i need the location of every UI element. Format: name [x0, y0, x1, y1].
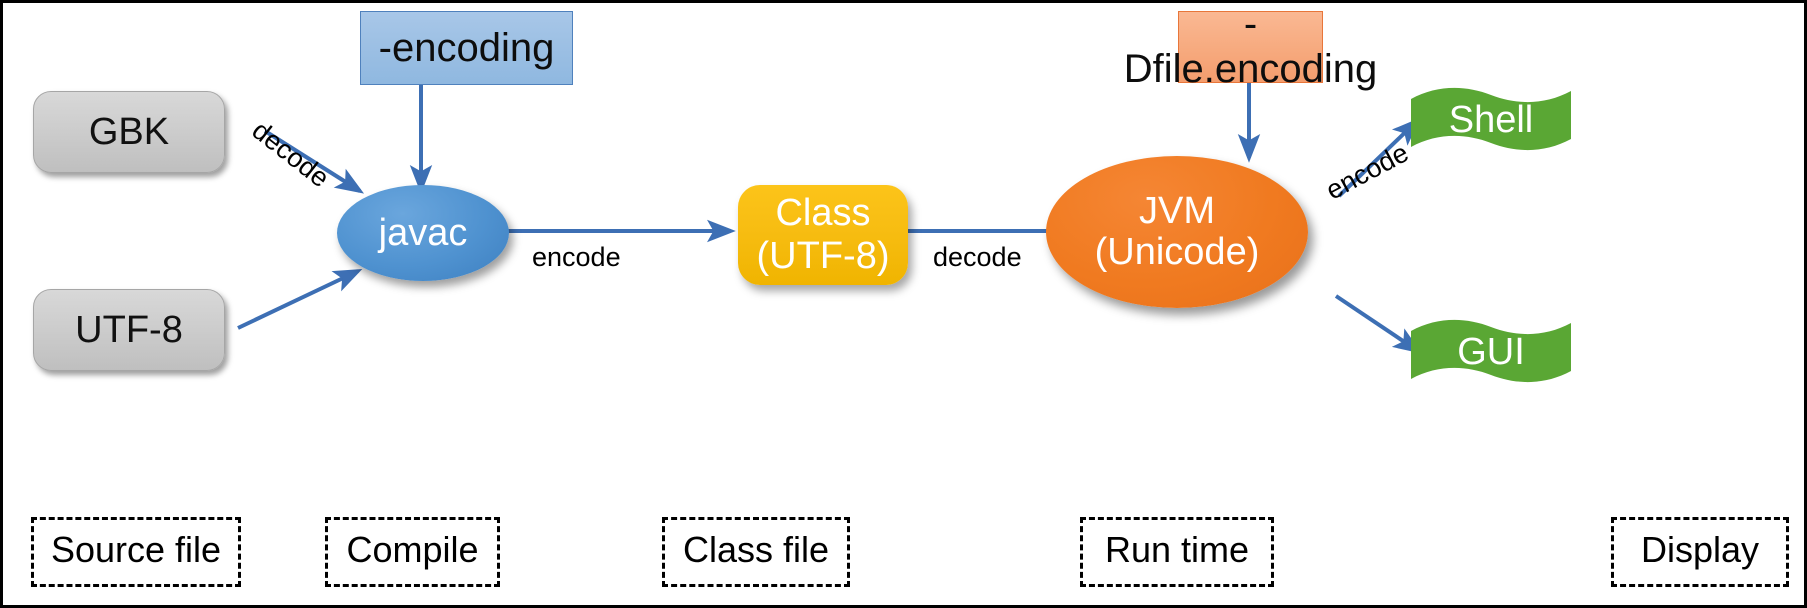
node-utf8-label: UTF-8 — [75, 308, 183, 351]
stage-label-source-file-text: Source file — [50, 529, 222, 570]
arrow-utf8-to-javac — [237, 268, 363, 330]
node-jvm-label-line2: (Unicode) — [1094, 231, 1260, 273]
arrow-jvm-to-gui — [1334, 294, 1422, 354]
node-jvm[interactable]: JVM (Unicode) — [1046, 156, 1308, 308]
node-dfile-encoding-option[interactable]: -Dfile.encoding — [1124, 3, 1378, 91]
node-class-file[interactable]: Class (UTF-8) — [738, 185, 908, 285]
node-encoding-option-label: -encoding — [378, 25, 555, 70]
node-gbk-label: GBK — [88, 110, 170, 153]
edge-label-encode-jvm: encode — [1321, 137, 1414, 206]
edge-label-decode-gbk: decode — [246, 115, 335, 194]
edge-label-encode-javac: encode — [532, 242, 621, 272]
node-encoding-option[interactable]: -encoding — [360, 11, 573, 85]
edge-label-decode-class: decode — [933, 242, 1022, 272]
node-gbk[interactable]: GBK — [33, 91, 225, 173]
node-gui[interactable]: GUI — [1411, 319, 1571, 383]
node-utf8[interactable]: UTF-8 — [33, 289, 225, 371]
stage-label-compile: Compile — [325, 517, 500, 587]
stage-label-source-file: Source file — [31, 517, 241, 587]
stage-label-run-time-text: Run time — [1104, 529, 1250, 570]
node-javac-label: javac — [378, 211, 468, 254]
node-jvm-label-line1: JVM — [1139, 189, 1215, 232]
stage-label-display-text: Display — [1640, 529, 1760, 570]
stage-label-run-time: Run time — [1080, 517, 1274, 587]
stage-label-display: Display — [1611, 517, 1789, 587]
node-javac[interactable]: javac — [337, 185, 509, 281]
node-shell[interactable]: Shell — [1411, 87, 1571, 151]
stage-label-class-file-text: Class file — [682, 529, 830, 570]
stage-label-compile-text: Compile — [346, 529, 479, 570]
stage-label-class-file: Class file — [662, 517, 850, 587]
node-class-file-label: Class (UTF-8) — [756, 192, 890, 277]
node-dfile-encoding-option-label: -Dfile.encoding — [1123, 2, 1378, 91]
